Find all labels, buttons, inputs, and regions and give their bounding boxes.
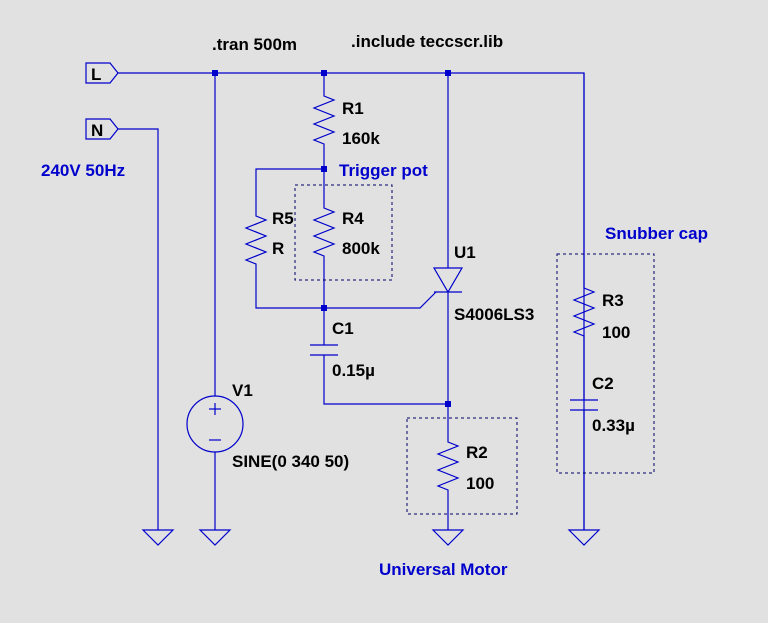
R5-name: R5 xyxy=(272,209,294,228)
supply-annotation: 240V 50Hz xyxy=(41,161,125,180)
junction-dot xyxy=(445,401,451,407)
junction-dot xyxy=(321,166,327,172)
U1-value: S4006LS3 xyxy=(454,305,534,324)
wire-N xyxy=(118,128,159,530)
R3-name: R3 xyxy=(602,291,624,310)
resistor-R3: R3 100 xyxy=(572,282,630,342)
U1-name: U1 xyxy=(454,243,476,262)
R1-name: R1 xyxy=(342,99,364,118)
R5-value: R xyxy=(272,239,284,258)
port-N: N xyxy=(85,118,119,140)
wire-gate xyxy=(324,291,437,309)
junction-dot xyxy=(445,70,451,76)
wires xyxy=(118,72,585,530)
capacitor-C1: C1 0.15µ xyxy=(310,319,375,380)
R2-name: R2 xyxy=(466,443,488,462)
port-N-label: N xyxy=(91,121,103,140)
port-L-flag xyxy=(85,62,119,84)
ground-icon xyxy=(198,529,232,546)
junction-dot xyxy=(321,305,327,311)
resistor-R4-symbol xyxy=(312,202,336,262)
junctions xyxy=(212,70,451,407)
ground-icon xyxy=(567,529,601,546)
voltage-source-V1: V1 SINE(0 340 50) xyxy=(186,381,349,471)
V1-value: SINE(0 340 50) xyxy=(232,452,349,471)
ground-icon xyxy=(431,529,465,546)
motor-box xyxy=(406,417,518,515)
C2-value: 0.33µ xyxy=(592,416,635,435)
R2-value: 100 xyxy=(466,474,494,493)
wire-C1-bottom xyxy=(323,355,448,405)
snubber-annotation: Snubber cap xyxy=(605,224,708,243)
scr-U1: U1 S4006LS3 xyxy=(432,243,534,324)
V1-name: V1 xyxy=(232,381,253,400)
wire-R5-top xyxy=(255,168,324,210)
resistor-R4: R4 800k xyxy=(312,202,380,262)
resistor-R1: R1 160k xyxy=(312,90,380,150)
resistor-R2: R2 100 xyxy=(436,436,494,496)
junction-dot xyxy=(321,70,327,76)
C1-name: C1 xyxy=(332,319,354,338)
resistor-R5: R5 R xyxy=(244,209,294,270)
R3-value: 100 xyxy=(602,323,630,342)
C2-name: C2 xyxy=(592,374,614,393)
capacitor-C2: C2 0.33µ xyxy=(570,374,635,435)
R4-value: 800k xyxy=(342,239,380,258)
resistor-R1-symbol xyxy=(312,90,336,150)
snubber-box xyxy=(556,253,655,474)
V1-circle xyxy=(186,395,244,453)
resistor-R2-symbol xyxy=(436,436,460,496)
trigger-pot-box xyxy=(294,184,393,281)
ground-icon xyxy=(141,529,175,546)
C1-value: 0.15µ xyxy=(332,361,375,380)
tran-directive: .tran 500m xyxy=(212,35,297,54)
R1-value: 160k xyxy=(342,129,380,148)
R4-name: R4 xyxy=(342,209,364,228)
port-L: L xyxy=(85,62,119,84)
resistor-R3-symbol xyxy=(572,282,596,342)
grounds xyxy=(141,529,601,546)
U1-triangle xyxy=(432,267,464,294)
port-N-flag xyxy=(85,118,119,140)
junction-dot xyxy=(212,70,218,76)
trigger-pot-annotation: Trigger pot xyxy=(339,161,428,180)
include-directive: .include teccscr.lib xyxy=(351,32,503,51)
port-L-label: L xyxy=(91,65,101,84)
motor-annotation: Universal Motor xyxy=(379,560,508,579)
wire-R5-bottom xyxy=(255,270,324,309)
resistor-R5-symbol xyxy=(244,210,268,270)
